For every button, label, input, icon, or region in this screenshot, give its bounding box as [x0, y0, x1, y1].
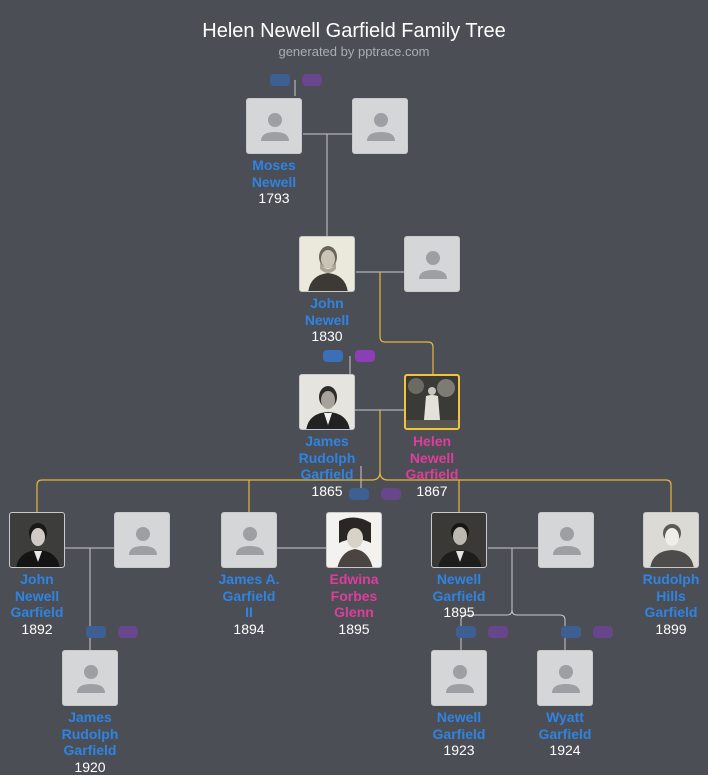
name-last: Garfield: [301, 466, 354, 482]
name-first: Newell: [437, 571, 481, 587]
birth-year: 1895: [414, 604, 504, 621]
pill-left[interactable]: [456, 626, 476, 638]
portrait-man-icon: [10, 513, 65, 568]
person-name[interactable]: James A. Garfield II 1894: [204, 571, 294, 637]
name-middle: Garfield: [433, 726, 486, 742]
person-photo[interactable]: [299, 374, 355, 430]
pill-left[interactable]: [323, 350, 343, 362]
name-last: Garfield: [645, 604, 698, 620]
person-photo[interactable]: [9, 512, 65, 568]
birth-year: 1865: [282, 483, 372, 500]
person-silhouette-icon: [538, 651, 593, 706]
name-first: James: [305, 433, 349, 449]
pill-right[interactable]: [302, 74, 322, 86]
person-photo-placeholder[interactable]: [221, 512, 277, 568]
name-middle: Forbes: [331, 588, 378, 604]
birth-year: 1830: [282, 328, 372, 345]
person-silhouette-icon: [63, 651, 118, 706]
pill-right[interactable]: [593, 626, 613, 638]
name-first: Wyatt: [546, 709, 584, 725]
person-silhouette-icon: [353, 99, 408, 154]
person-name[interactable]: John Newell Garfield 1892: [0, 571, 82, 637]
name-middle: Newell: [15, 588, 59, 604]
birth-year: 1867: [387, 483, 477, 500]
person-silhouette-icon: [539, 513, 594, 568]
birth-year: 1793: [229, 190, 319, 207]
person-silhouette-icon: [432, 651, 487, 706]
pill-left[interactable]: [270, 74, 290, 86]
person-name[interactable]: John Newell 1830: [282, 295, 372, 345]
pill-right[interactable]: [118, 626, 138, 638]
name-middle: Garfield: [433, 588, 486, 604]
person-photo-placeholder[interactable]: [62, 650, 118, 706]
pill-left[interactable]: [86, 626, 106, 638]
portrait-man-icon: [432, 513, 487, 568]
name-middle: Garfield: [223, 588, 276, 604]
birth-year: 1894: [204, 621, 294, 638]
person-silhouette-icon: [115, 513, 170, 568]
name-middle: Rudolph: [299, 450, 356, 466]
person-photo-placeholder[interactable]: [246, 98, 302, 154]
name-first: James A.: [219, 571, 280, 587]
spouse-photo-placeholder[interactable]: [352, 98, 408, 154]
birth-year: 1923: [414, 742, 504, 759]
spouse-photo-placeholder[interactable]: [404, 236, 460, 292]
name-middle: Garfield: [539, 726, 592, 742]
portrait-man-icon: [644, 513, 699, 568]
name-last: Garfield: [64, 742, 117, 758]
name-first: James: [68, 709, 112, 725]
portrait-man-icon: [300, 375, 355, 430]
pill-right[interactable]: [488, 626, 508, 638]
person-name[interactable]: Newell Garfield 1895: [414, 571, 504, 621]
name-middle: Hills: [656, 588, 686, 604]
birth-year: 1920: [45, 759, 135, 775]
name-first: John: [310, 295, 343, 311]
spouse-photo-placeholder[interactable]: [114, 512, 170, 568]
name-first: Moses: [252, 157, 296, 173]
name-first: John: [20, 571, 53, 587]
name-first: Edwina: [329, 571, 378, 587]
portrait-man-icon: [300, 237, 355, 292]
person-photo[interactable]: [431, 512, 487, 568]
person-name[interactable]: Moses Newell 1793: [229, 157, 319, 207]
spouse-photo-placeholder[interactable]: [538, 512, 594, 568]
name-last: Glenn: [334, 604, 374, 620]
name-last: Garfield: [11, 604, 64, 620]
person-name[interactable]: Rudolph Hills Garfield 1899: [626, 571, 708, 637]
person-silhouette-icon: [405, 237, 460, 292]
person-silhouette-icon: [222, 513, 277, 568]
birth-year: 1924: [520, 742, 610, 759]
person-silhouette-icon: [247, 99, 302, 154]
birth-year: 1892: [0, 621, 82, 638]
pill-right[interactable]: [355, 350, 375, 362]
person-name-highlighted[interactable]: Helen Newell Garfield 1867: [387, 433, 477, 499]
person-name[interactable]: Newell Garfield 1923: [414, 709, 504, 759]
name-last: II: [245, 604, 253, 620]
person-photo[interactable]: [299, 236, 355, 292]
name-last: Garfield: [406, 466, 459, 482]
birth-year: 1895: [309, 621, 399, 638]
person-photo-placeholder[interactable]: [537, 650, 593, 706]
person-photo-highlighted[interactable]: [404, 374, 460, 430]
name-middle: Newell: [305, 312, 349, 328]
name-middle: Newell: [410, 450, 454, 466]
name-middle: Newell: [252, 174, 296, 190]
pill-left[interactable]: [561, 626, 581, 638]
portrait-woman-icon: [406, 376, 458, 428]
name-first: Rudolph: [643, 571, 700, 587]
person-name[interactable]: Wyatt Garfield 1924: [520, 709, 610, 759]
birth-year: 1899: [626, 621, 708, 638]
name-first: Newell: [437, 709, 481, 725]
name-middle: Rudolph: [62, 726, 119, 742]
portrait-woman-icon: [327, 513, 382, 568]
spouse-photo[interactable]: [326, 512, 382, 568]
person-photo[interactable]: [643, 512, 699, 568]
person-photo-placeholder[interactable]: [431, 650, 487, 706]
name-first: Helen: [413, 433, 451, 449]
person-name[interactable]: James Rudolph Garfield 1920: [45, 709, 135, 775]
spouse-name[interactable]: Edwina Forbes Glenn 1895: [309, 571, 399, 637]
person-name[interactable]: James Rudolph Garfield 1865: [282, 433, 372, 499]
